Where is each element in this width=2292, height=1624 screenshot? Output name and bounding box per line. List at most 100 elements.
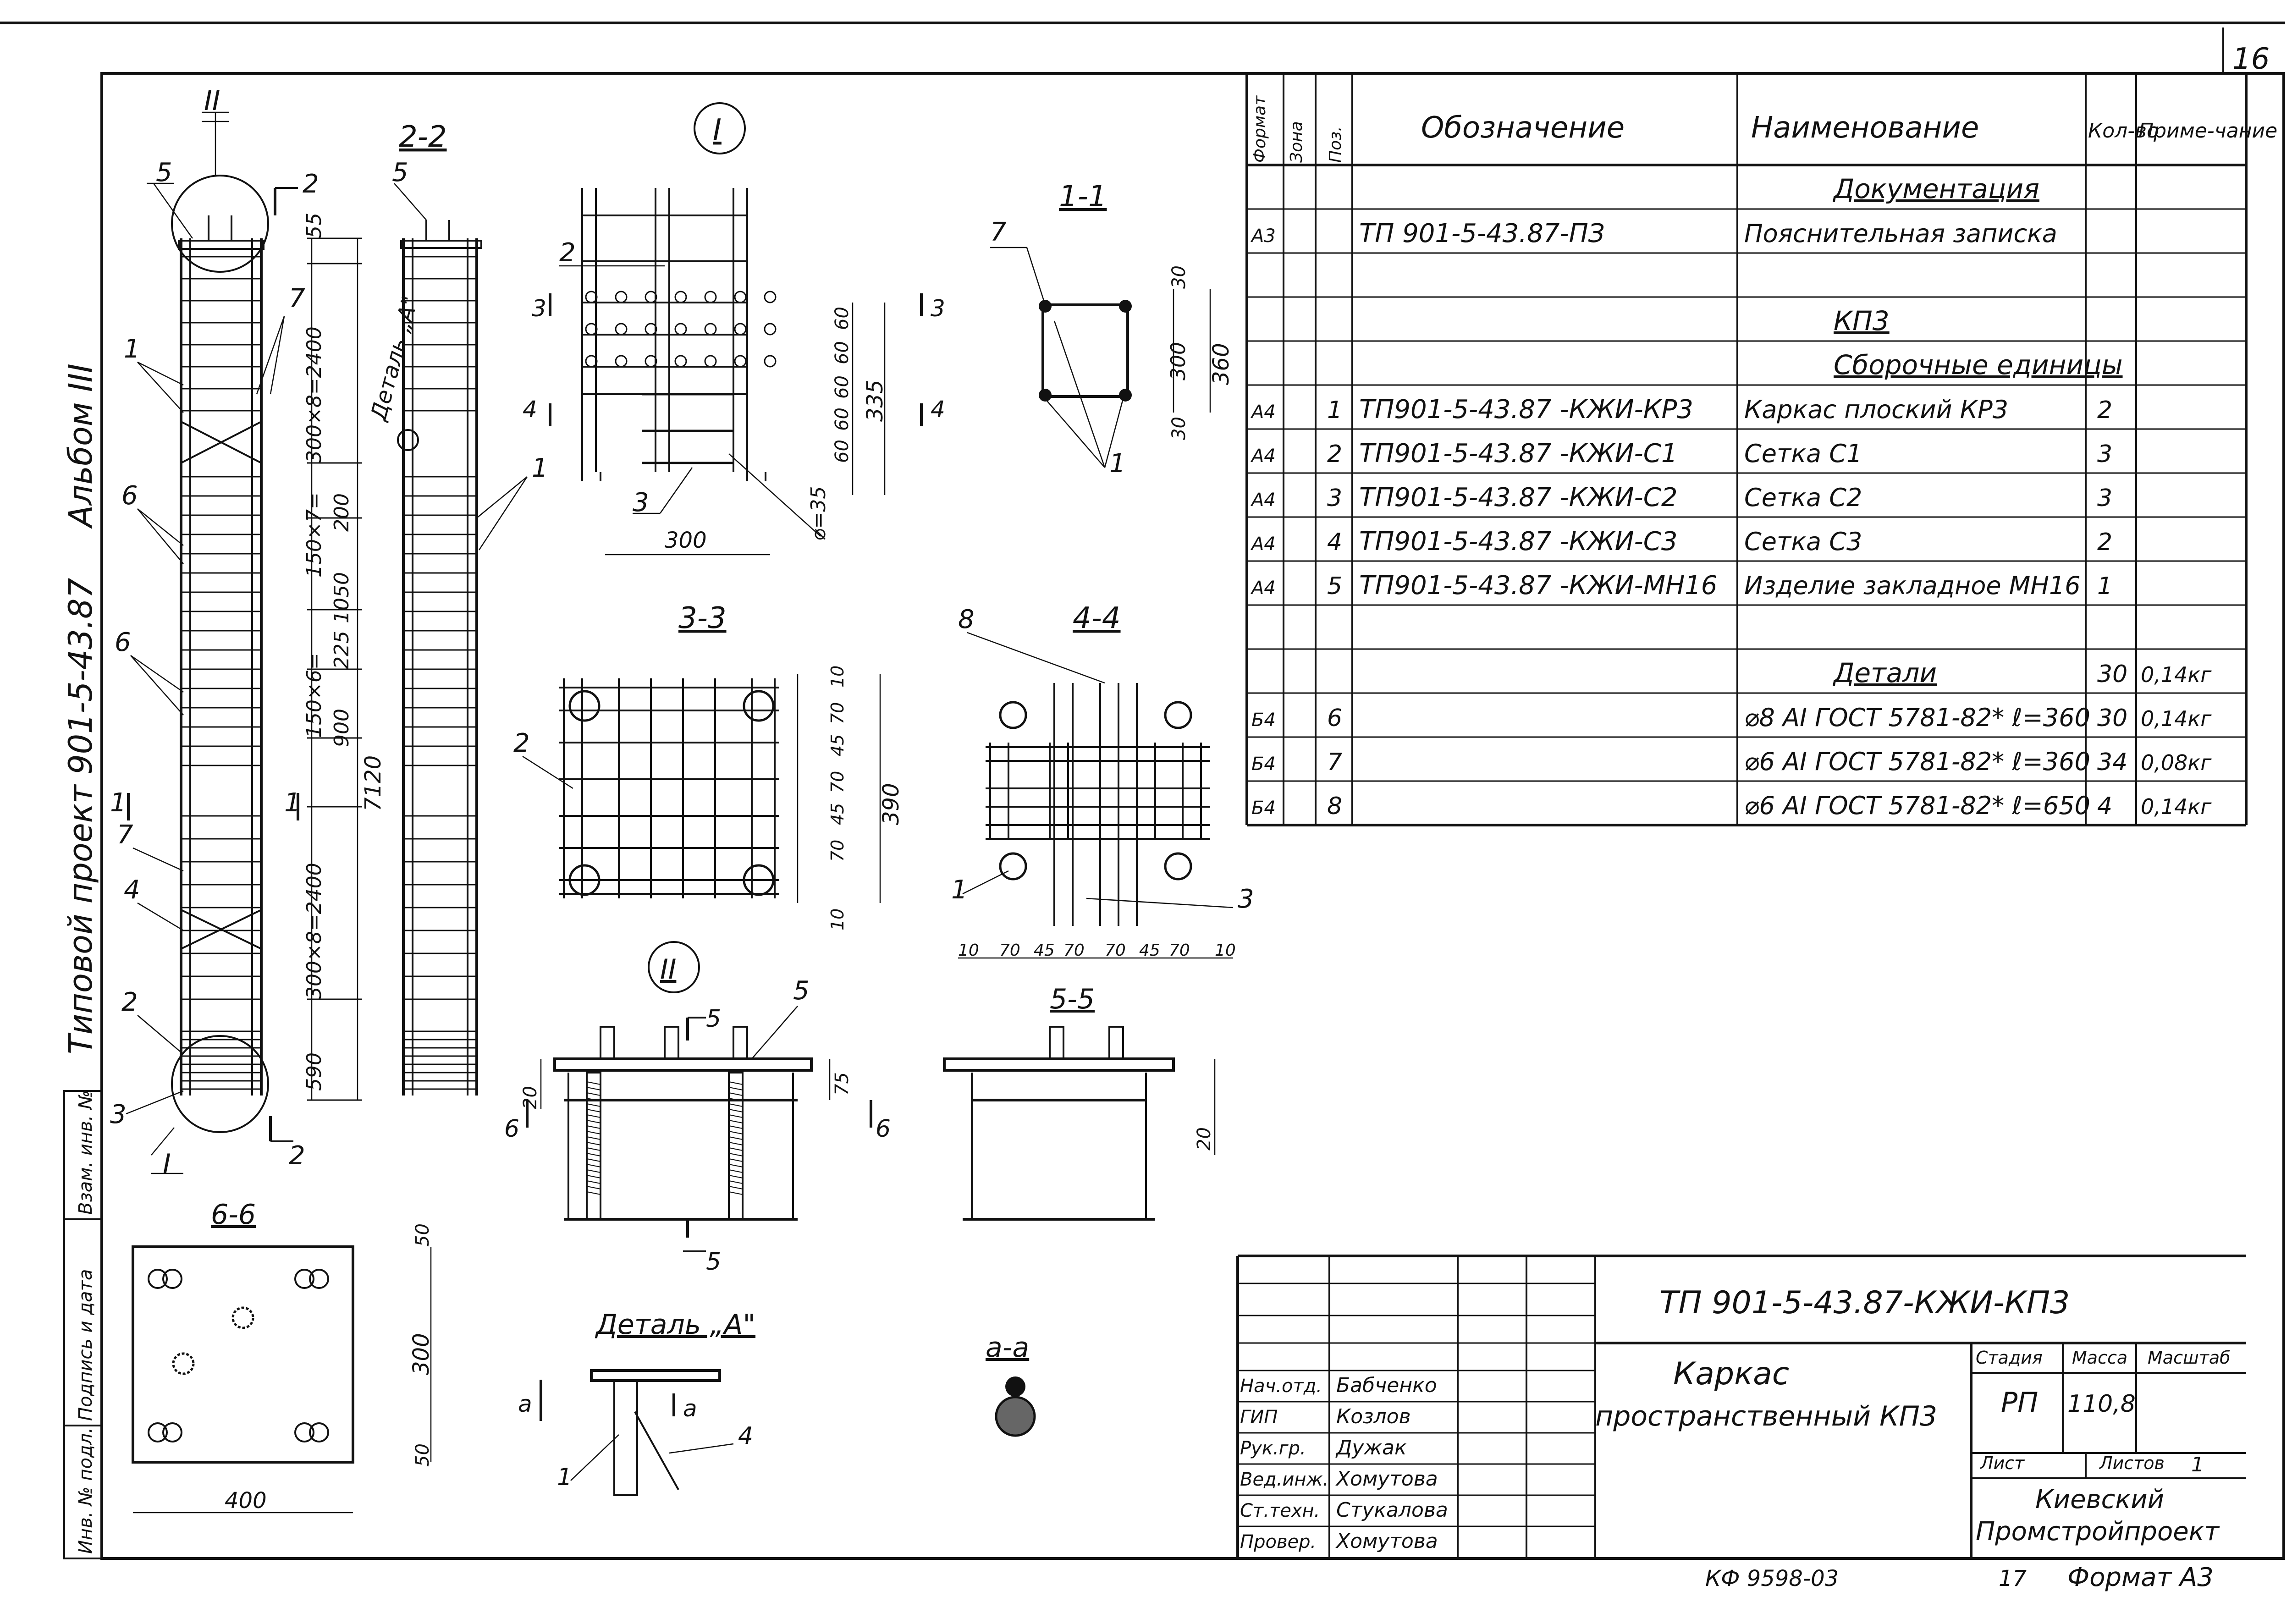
- view-5-5: 5-5 20: [943, 983, 1216, 1221]
- vI-bar-section: [764, 323, 777, 336]
- view-4-4-title: 4-4: [1073, 601, 1121, 635]
- spec-header-designation: Обозначение: [1421, 111, 1625, 145]
- thread: [586, 1191, 601, 1195]
- thread: [586, 1175, 601, 1178]
- spec-cell-qty: 30: [2097, 705, 2127, 732]
- project-label: Типовой проект 901-5-43.87: [62, 578, 99, 1054]
- dim-vI-60c: 60: [832, 375, 853, 399]
- dim-col-200: 200: [330, 493, 353, 532]
- v44-corner-bar: [1164, 852, 1192, 881]
- pos-2-col: 2: [121, 987, 138, 1017]
- pos-1-44: 1: [951, 875, 968, 905]
- dim-44-10a: 10: [958, 941, 979, 960]
- side-stamp-inv: Инв. № подл.: [75, 1427, 96, 1554]
- spec-cell-name: Сетка С3: [1744, 527, 1862, 556]
- pos-6-col-a: 6: [121, 481, 138, 511]
- spec-cell-format: Б4: [1251, 754, 1276, 775]
- view-2-2: 2-2 5 1: [392, 120, 548, 1096]
- detail-a-title: Деталь „А": [595, 1309, 755, 1341]
- dim-33-45a: 45: [827, 734, 848, 756]
- dim-col-total: 7120: [360, 755, 386, 811]
- tb-role: Нач.отд.: [1240, 1376, 1322, 1397]
- pos-7-11: 7: [990, 217, 1007, 247]
- vI-bar-section: [645, 355, 657, 368]
- thread: [586, 1164, 601, 1167]
- spec-cell-designation: ТП 901-5-43.87-ПЗ: [1359, 219, 1605, 248]
- dim-66-50b: 50: [412, 1443, 433, 1467]
- pos-7-col-b: 7: [117, 820, 133, 850]
- spec-cell-name: Документация: [1832, 173, 2039, 204]
- dim-vI-step: ⌀=35: [807, 486, 830, 541]
- dim-col-1050: 1050: [330, 572, 353, 623]
- spec-cell-designation: ТП901-5-43.87 -КЖИ-КР3: [1359, 395, 1693, 424]
- dim-33-70c: 70: [827, 840, 848, 862]
- spec-cell-designation: ТП901-5-43.87 -КЖИ-С1: [1359, 439, 1677, 468]
- album-label: Альбом III: [62, 363, 99, 529]
- dim-vI-60a: 60: [832, 307, 853, 330]
- section-mark-II-top: II: [204, 85, 220, 117]
- tb-org-1: Киевский: [2035, 1485, 2164, 1514]
- cut-6-vII-left: 6: [504, 1115, 519, 1143]
- thread: [586, 1092, 601, 1096]
- section-a-a: а-а: [986, 1332, 1036, 1437]
- spec-cell-name: КП3: [1834, 305, 1890, 336]
- v33-corner-bar: [743, 864, 775, 896]
- thread: [586, 1120, 601, 1123]
- tb-org-2: Промстройпроект: [1976, 1517, 2220, 1547]
- spec-cell-pos: 8: [1327, 793, 1342, 820]
- dim-col-top: 300×8=2400: [303, 326, 326, 463]
- vI-bar-section: [585, 291, 598, 303]
- thread: [728, 1120, 743, 1123]
- cut-6-vII-right: 6: [876, 1115, 891, 1143]
- dim-44-45a: 45: [1034, 941, 1055, 960]
- view-I: I 2 3 3 3 4 4 60 60 60 60 60 335 300 ⌀=3…: [523, 102, 945, 556]
- dim-44-45b: 45: [1139, 941, 1160, 960]
- thread: [728, 1164, 743, 1167]
- dim-col-590: 590: [303, 1052, 326, 1091]
- spec-cell-qty: 3: [2097, 440, 2112, 468]
- thread: [728, 1186, 743, 1189]
- vI-bar-section: [615, 355, 628, 368]
- thread: [728, 1191, 743, 1195]
- tb-role: Вед.инж.: [1240, 1469, 1328, 1490]
- dim-11-30a: 30: [1168, 265, 1190, 289]
- spec-cell-qty: 2: [2097, 528, 2112, 556]
- side-stamp-replace: Взам. инв. №: [75, 1090, 96, 1215]
- vI-bar-section: [674, 291, 687, 303]
- sheet-number: 16: [2232, 42, 2270, 76]
- anchor-hole: [309, 1269, 329, 1289]
- spec-cell-pos: 1: [1327, 396, 1342, 424]
- cut-2-top: 2: [303, 169, 319, 199]
- spec-cell-name: Сетка С2: [1744, 483, 1862, 512]
- spec-cell-format: Б4: [1251, 798, 1276, 819]
- view-5-5-title: 5-5: [1050, 983, 1095, 1015]
- dim-66-50a: 50: [412, 1223, 433, 1247]
- spec-header-zone: Зона: [1287, 121, 1306, 163]
- vI-bar-section: [645, 323, 657, 336]
- dim-44-70d: 70: [1169, 941, 1190, 960]
- view-3-3: 3-3 2 10 70 45 70 45 70 10 390: [513, 601, 904, 930]
- vI-bar-section: [674, 323, 687, 336]
- dim-44-10b: 10: [1215, 941, 1236, 960]
- vI-bar-section: [764, 291, 777, 303]
- cut-a-left: а: [518, 1391, 532, 1417]
- spec-cell-note: 0,14кг: [2141, 706, 2212, 731]
- dim-55-20: 20: [1194, 1127, 1215, 1151]
- pos-2-33: 2: [513, 728, 530, 758]
- spec-cell-name: Сборочные единицы: [1834, 349, 2123, 380]
- dim-col-bot: 300×8=2400: [303, 863, 326, 999]
- view-6-6: 6-6 50 300 50 400: [132, 1199, 434, 1514]
- spec-cell-designation: ТП901-5-43.87 -КЖИ-С3: [1359, 527, 1677, 556]
- pos-3-vI: 3: [633, 488, 649, 517]
- tb-sheet-label: Лист: [1979, 1453, 2025, 1473]
- tb-code: ТП 901-5-43.87-КЖИ-КП3: [1659, 1285, 2070, 1321]
- spec-cell-format: А4: [1250, 446, 1276, 467]
- tb-name: Хомутова: [1335, 1467, 1438, 1491]
- spec-header-format: Формат: [1251, 95, 1269, 163]
- tb-role: Рук.гр.: [1240, 1438, 1306, 1459]
- spec-cell-name: Сетка С1: [1744, 439, 1862, 468]
- cut-a-right: а: [683, 1395, 697, 1422]
- pos-3-col: 3: [110, 1100, 127, 1129]
- v33-corner-bar: [568, 864, 601, 896]
- v33-corner-bar: [568, 690, 601, 722]
